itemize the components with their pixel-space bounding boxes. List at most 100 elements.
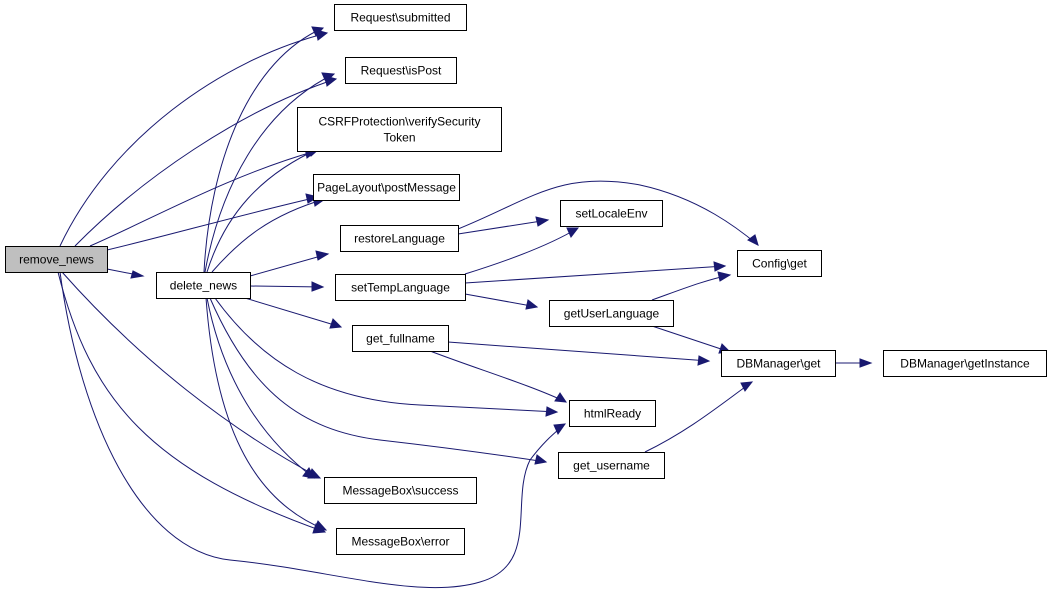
edge-arrowhead [535,216,550,227]
node-box [737,250,822,277]
edge-delete-news-to-get-username [209,297,548,465]
edge-line [106,196,319,251]
edge-arrowhead [859,358,873,368]
edge-delete-news-to-html-ready [214,297,559,417]
edge-arrowhead [329,318,343,329]
edge-arrowhead [566,227,580,238]
edge-delete-news-to-msgbox-success [206,297,315,479]
node-box [569,400,656,427]
node-label: MessageBox\error [351,535,449,549]
node-box [345,57,457,84]
node-box [313,174,460,201]
edge-line [249,285,324,288]
edge-get-user-language-to-dbmanager-get [651,325,732,354]
edge-remove-news-to-delete-news [106,268,145,279]
edge-arrowhead [313,520,328,531]
edge-arrowhead [713,261,727,272]
edge-arrowhead [697,355,711,366]
edge-arrowhead [534,454,548,465]
edge-line [209,297,547,463]
edge-line [464,265,726,284]
edge-arrowhead [747,234,759,246]
edge-arrowhead [302,467,315,479]
edge-remove-news-to-csrf-verify [89,147,318,247]
node-label: Request\submitted [350,11,450,25]
node-box [5,246,108,273]
edge-set-temp-language-to-config-get [464,261,727,284]
edge-line [89,150,317,247]
edge-get-fullname-to-html-ready [429,350,567,403]
edge-delete-news-to-csrf-verify [206,146,322,273]
node-html-ready[interactable]: htmlReady [569,400,656,427]
node-req-submitted[interactable]: Request\submitted [334,4,467,31]
edge-arrowhead [740,381,754,392]
node-label: PageLayout\postMessage [317,181,456,195]
node-label: setLocaleEnv [575,207,647,221]
edge-restore-language-to-set-locale-env [457,216,550,235]
edge-remove-news-to-req-ispost [74,75,338,247]
node-get-fullname[interactable]: get_fullname [352,325,449,352]
node-label: htmlReady [584,407,641,421]
node-box [336,528,465,555]
node-get-user-language[interactable]: getUserLanguage [549,300,674,327]
edge-arrowhead [311,26,325,37]
edge-remove-news-to-msgbox-success [61,271,322,479]
edge-arrowhead [545,406,559,417]
node-label: Config\get [752,257,807,271]
edge-line [214,297,558,413]
node-label: MessageBox\success [342,484,458,498]
edge-delete-news-to-msgbox-error [205,297,328,531]
node-config-get[interactable]: Config\get [737,250,822,277]
edge-restore-language-to-config-get [457,180,759,246]
edge-line [651,325,731,353]
node-label: CSRFProtection\verifySecurity [318,115,480,129]
node-restore-language[interactable]: restoreLanguage [340,225,459,252]
edge-set-temp-language-to-set-locale-env [464,227,580,275]
node-box [334,4,467,31]
node-label: getUserLanguage [564,307,660,321]
edge-arrowhead [717,271,732,282]
node-req-ispost[interactable]: Request\isPost [345,57,457,84]
node-dbmanager-getinstance[interactable]: DBManager\getInstance [883,350,1047,377]
edge-arrowhead [315,250,330,261]
node-box [340,225,459,252]
edge-get-user-language-to-config-get [651,271,732,301]
edge-line [464,227,579,275]
node-delete-news[interactable]: delete_news [156,272,251,299]
node-set-locale-env[interactable]: setLocaleEnv [560,200,663,227]
node-label: setTempLanguage [351,281,450,295]
node-label: get_fullname [366,332,435,346]
edge-line [59,271,566,589]
node-dbmanager-get[interactable]: DBManager\get [721,350,836,377]
node-msgbox-success[interactable]: MessageBox\success [324,477,477,504]
node-set-temp-language[interactable]: setTempLanguage [335,274,466,301]
node-pagelayout-post[interactable]: PageLayout\postMessage [313,174,460,201]
edge-line [457,180,759,246]
edge-arrowhead [554,392,567,403]
node-msgbox-error[interactable]: MessageBox\error [336,528,465,555]
node-label: DBManager\get [736,357,821,371]
edge-line [464,293,538,308]
edge-remove-news-to-html-ready [59,271,567,589]
edge-set-temp-language-to-get-user-language [464,293,539,310]
edge-delete-news-to-get-fullname [244,297,343,329]
edge-line [74,78,337,247]
edge-delete-news-to-set-temp-language [249,281,325,292]
edge-line [244,297,342,328]
node-get-username[interactable]: get_username [558,452,665,479]
node-remove-news[interactable]: remove_news [5,246,108,273]
edge-line [206,147,321,273]
node-label: get_username [573,459,650,473]
edge-delete-news-to-pagelayout-post [211,195,327,273]
edge-line [204,73,335,273]
edge-line [61,271,321,479]
node-box [156,272,251,299]
node-box [560,200,663,227]
edge-arrowhead [130,270,145,279]
edge-line [57,271,326,533]
edge-line [457,219,549,235]
edge-line [447,341,710,362]
node-label: DBManager\getInstance [900,357,1030,371]
